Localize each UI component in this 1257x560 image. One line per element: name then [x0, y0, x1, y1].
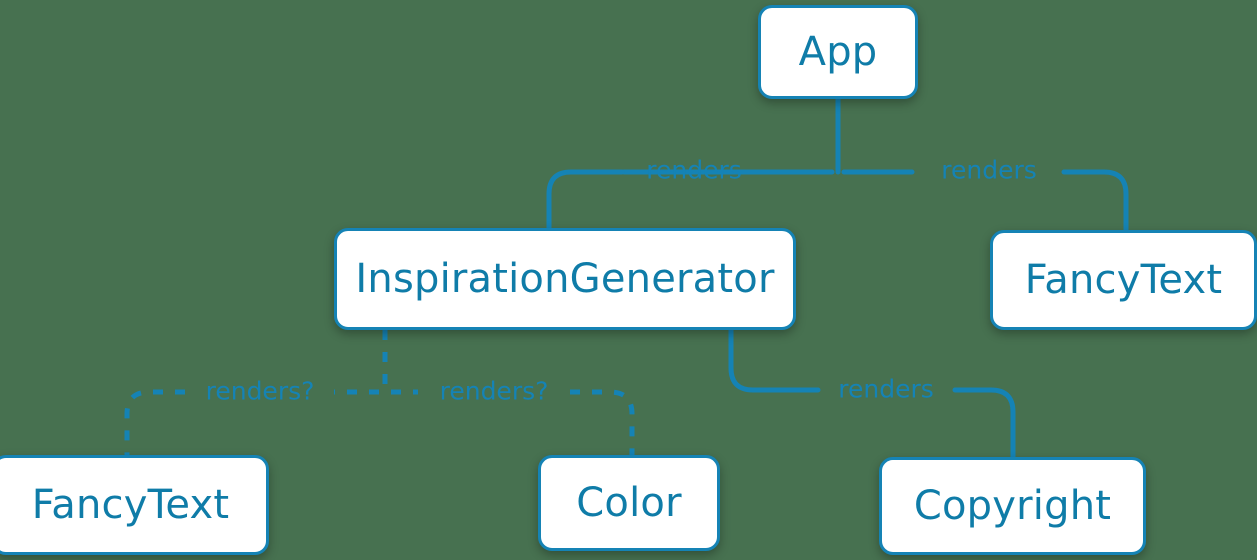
node-fancytext-top[interactable]: FancyText	[990, 230, 1257, 330]
node-app-label: App	[798, 29, 878, 75]
node-copyright[interactable]: Copyright	[879, 457, 1146, 555]
node-inspiration-generator-label: InspirationGenerator	[355, 256, 775, 302]
edge-app-to-inspiration-generator-b	[546, 169, 625, 231]
node-fancytext-bottom-label: FancyText	[31, 482, 230, 528]
node-inspiration-generator[interactable]: InspirationGenerator	[334, 228, 796, 330]
edge-label-app-to-inspiration-generator: renders	[646, 155, 742, 185]
edge-inspiration-generator-to-color-b	[570, 389, 635, 455]
node-copyright-label: Copyright	[913, 483, 1112, 529]
node-fancytext-top-label: FancyText	[1024, 257, 1223, 303]
edge-label-inspiration-generator-to-color: renders?	[439, 376, 549, 406]
edge-label-inspiration-generator-to-fancytext-bottom: renders?	[205, 376, 315, 406]
edge-label-inspiration-generator-to-copyright: renders	[838, 374, 934, 404]
edge-inspiration-generator-to-copyright-b	[952, 387, 1016, 460]
edge-inspiration-generator-to-fancytext-bottom-b	[124, 389, 185, 455]
node-color[interactable]: Color	[538, 455, 720, 551]
edge-label-app-to-fancytext-top: renders	[941, 155, 1037, 185]
edge-app-to-fancytext-top-b	[1061, 169, 1129, 233]
node-fancytext-bottom[interactable]: FancyText	[0, 455, 269, 555]
edge-inspiration-generator-to-copyright-a	[728, 327, 821, 393]
node-color-label: Color	[576, 480, 682, 526]
node-app[interactable]: App	[758, 5, 918, 99]
